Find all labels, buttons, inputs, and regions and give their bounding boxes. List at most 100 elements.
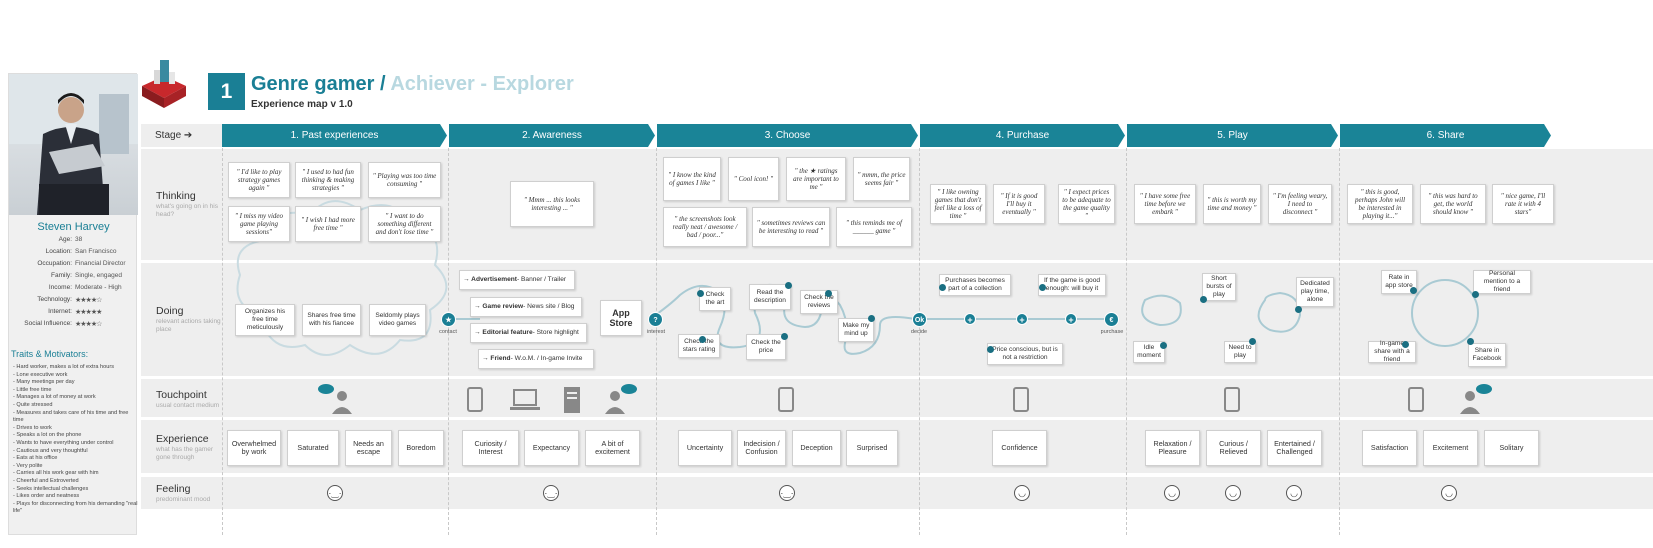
channel-name: → Game review <box>474 303 524 310</box>
phone-icon <box>1408 387 1424 412</box>
document-icon <box>564 387 580 413</box>
thought-card: " Cool icon! " <box>728 157 779 201</box>
phone-icon <box>1224 387 1240 412</box>
choose-action-card: Read the description <box>749 284 791 310</box>
stage-label: Stage ➔ <box>141 124 233 147</box>
experience-sublabel: what has the gamer gone through <box>156 446 214 461</box>
channel-detail: - Banner / Trailer <box>517 276 567 283</box>
touchpoint-row <box>141 379 1653 417</box>
trait-item: - Drives to work <box>13 424 52 431</box>
trait-item: - Manages a lot of money at work <box>13 394 96 401</box>
choose-action-card: Check the reviews <box>800 290 838 314</box>
neutral-face-icon: ·‿· <box>543 485 559 501</box>
flow-point <box>1160 342 1167 349</box>
play-action-card: Need to play <box>1224 341 1256 363</box>
emotion-card: A bit of excitement <box>585 430 640 466</box>
touchpoint-label: Touchpoint <box>156 389 207 401</box>
person-talking-icon <box>1460 384 1492 414</box>
flow-point <box>697 290 704 297</box>
flow-point <box>1039 284 1046 291</box>
stage-purchase: 4. Purchase <box>920 124 1125 147</box>
persona-attribute: Age:38 <box>9 236 138 246</box>
flow-point <box>1200 296 1207 303</box>
interest-node: ? <box>648 312 663 327</box>
attribute-key: Social Influence: <box>24 320 72 327</box>
decide-label: decide <box>910 329 928 335</box>
attribute-value: 38 <box>75 236 83 243</box>
choose-action-card: Make my mind up <box>838 318 874 342</box>
trait-item: - Cautious and very thoughtful <box>13 447 88 454</box>
interest-label: interest <box>646 329 666 335</box>
experience-label: Experience <box>156 433 209 445</box>
feeling-label: Feeling <box>156 483 191 495</box>
stage-awareness: 2. Awareness <box>449 124 655 147</box>
flow-point <box>785 282 792 289</box>
thought-card: " I'm feeling weary, I need to disconnec… <box>1268 184 1332 224</box>
thought-card: " I know the kind of games I like " <box>663 157 721 201</box>
emotion-card: Saturated <box>287 430 339 466</box>
persona-attribute: Internet:★★★★★ <box>9 308 138 318</box>
trait-item: - Very polite <box>13 462 43 469</box>
channel-detail: - News site / Blog <box>523 303 575 310</box>
flow-point <box>1472 291 1479 298</box>
trait-item: - Plays for disconnecting from his deman… <box>13 500 138 515</box>
thought-card: " this reminds me of ______ game " <box>836 207 912 247</box>
page-title: Genre gamer / Achiever - Explorer <box>251 73 574 95</box>
thought-card: " Mmm ... this looks interesting ... " <box>510 181 594 227</box>
trait-item: - Lone executive work <box>13 371 68 378</box>
thought-card: " I used to had fun thinking & making st… <box>295 162 361 198</box>
flow-point <box>1295 306 1302 313</box>
trait-item: - Likes order and neatness <box>13 493 80 500</box>
persona-attribute: Occupation:Financial Director <box>9 260 138 270</box>
happy-face-icon: ◡ <box>1014 485 1030 501</box>
action-card: Seldomly plays video games <box>369 304 426 336</box>
persona-name: Steven Harvey <box>37 221 110 233</box>
attribute-value: ★★★★★ <box>75 309 102 316</box>
thinking-label: Thinking <box>156 190 196 202</box>
person-thinking-icon <box>318 384 352 414</box>
phone-icon <box>778 387 794 412</box>
person-talking-icon <box>605 384 637 414</box>
persona-photo <box>9 74 138 215</box>
emotion-card: Satisfaction <box>1362 430 1417 466</box>
emotion-card: Curious / Relieved <box>1206 430 1261 466</box>
purchase-action-card: If the game is good enough: will buy it <box>1038 274 1106 296</box>
thought-card: " this is worth my time and money " <box>1203 184 1261 224</box>
attribute-key: Technology: <box>37 296 72 303</box>
attribute-key: Age: <box>58 236 72 243</box>
trait-item: - Cheerful and Extroverted <box>13 477 79 484</box>
plus-node: + <box>964 313 976 325</box>
game-logo-icon <box>142 60 186 108</box>
play-action-card: Short bursts of play <box>1202 273 1236 301</box>
awareness-channel-card: → Advertisement - Banner / Trailer <box>459 270 575 290</box>
contact-node: ★ <box>441 312 456 327</box>
attribute-key: Internet: <box>48 308 72 315</box>
flow-point <box>868 315 875 322</box>
thought-card: " I wish I had more free time " <box>295 206 361 242</box>
flow-point <box>1410 287 1417 294</box>
emotion-card: Boredom <box>398 430 444 466</box>
thought-card: " the screenshots look really neat / awe… <box>663 207 747 247</box>
thinking-sublabel: what's going on in his head? <box>156 203 218 218</box>
emotion-card: Deception <box>792 430 841 466</box>
persona-attribute: Income:Moderate - High <box>9 284 138 294</box>
thought-card: " I'd like to play strategy games again … <box>228 162 290 198</box>
phone-icon <box>1013 387 1029 412</box>
laptop-icon <box>510 389 540 410</box>
flow-point <box>1402 341 1409 348</box>
flow-point <box>939 284 946 291</box>
trait-item: - Quite stressed <box>13 401 53 408</box>
thought-card: " If it is good I'll buy it eventually " <box>993 184 1045 224</box>
attribute-value: Moderate - High <box>75 284 122 291</box>
emotion-card: Excitement <box>1423 430 1478 466</box>
thought-card: " Playing was too time consuming " <box>368 162 441 198</box>
trait-item: - Hard worker, makes a lot of extra hour… <box>13 364 115 370</box>
trait-item: - Speaks a lot on the phone <box>13 432 82 439</box>
feeling-row <box>141 477 1653 509</box>
thought-card: " nice game, I'll rate it with 4 stars" <box>1492 184 1554 224</box>
persona-attribute: Technology:★★★★☆ <box>9 296 138 306</box>
emotion-card: Indecision / Confusion <box>737 430 786 466</box>
purchase-node: € <box>1104 312 1119 327</box>
persona-attribute: Social Influence:★★★★☆ <box>9 320 138 330</box>
choose-action-card: Check the art <box>699 287 731 311</box>
